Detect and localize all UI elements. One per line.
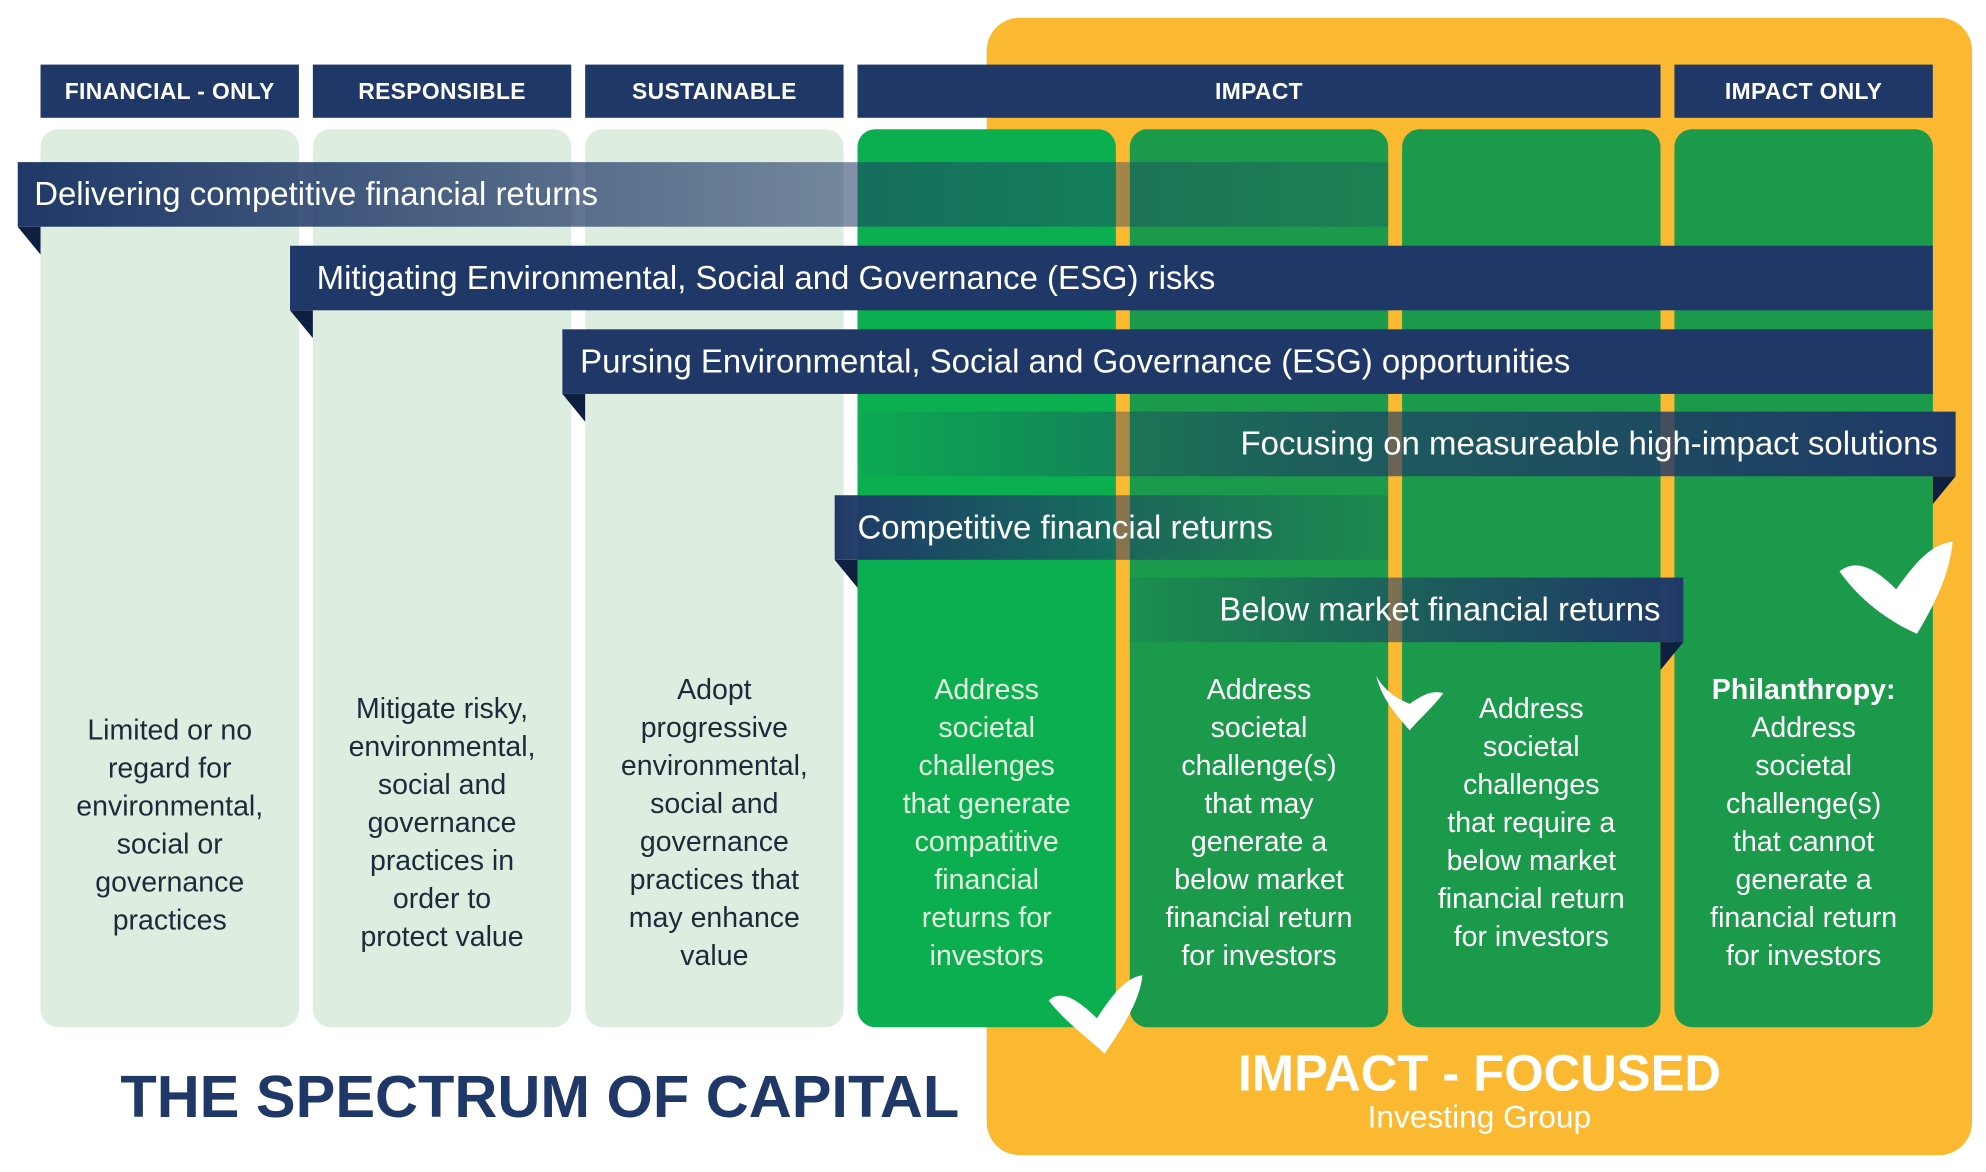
column-text-line: for investors [1726,939,1882,972]
column-text-line: that generate [902,787,1071,820]
checkmark-icon [1839,541,1953,634]
banner-fold [834,559,858,588]
column-text-line: governance [639,825,789,858]
column-text-line: Adopt [677,673,752,706]
column-text-line: Address [1206,673,1312,706]
impact-focused-title: IMPACT - FOCUSED [1237,1046,1721,1102]
column-text-line: protect value [360,920,524,953]
column-text-line: practices that [629,863,800,896]
banner-focusing-high-impact: Focusing on measureable high-impact solu… [861,411,1956,477]
column-text-line: progressive [640,711,789,744]
column-text-line: governance [95,866,245,899]
column-text-line: returns for [921,901,1052,934]
column-text-line: challenge(s) [1181,749,1337,782]
column-text-line: compatitive [914,825,1059,858]
banner-competitive-returns: Competitive financial returns [834,495,1389,560]
column-text-line: financial return [1165,901,1353,934]
column-text-line: Address [934,673,1039,706]
column-lead: Philanthropy: [1711,673,1896,706]
column-text-line: financial return [1437,882,1625,915]
column-financial-only: Limited or no regard for environmental, soc… [40,129,299,1028]
column-text-line: that cannot [1733,825,1875,858]
banner-fold [562,393,586,422]
column-text-line: Mitigate risky, [355,692,529,725]
column-text-line: social and [377,768,507,801]
header-financial-only: FINANCIAL - ONLY [40,64,299,118]
banner-below-market-returns: Below market financial returns [1129,577,1684,643]
column-text-line: challenge(s) [1725,787,1882,820]
column-text-line: Limited or no [87,714,253,747]
column-text-line: challenges [1463,768,1600,801]
banner-fold [17,226,41,255]
column-text-line: practices [112,904,227,937]
column-text-line: social and [650,787,779,820]
header-impact-only: IMPACT ONLY [1674,64,1933,118]
column-text-line: Address [1751,711,1856,744]
column-text-line: environmental, [620,749,808,782]
impact-focused-subtitle: Investing Group [1367,1099,1592,1135]
column-text-line: value [680,939,749,972]
column-text-line: societal [1210,711,1308,744]
banner-fold [1660,642,1684,671]
header-impact: IMPACT [857,64,1661,118]
column-text-line: societal [1482,730,1580,763]
column-text-line: that may [1204,787,1314,820]
header-sustainable: SUSTAINABLE [585,64,844,118]
column-text-line: governance [367,806,517,839]
column-text-line: societal [938,711,1035,744]
column-text-line: Address [1479,692,1584,725]
column-text-line: below market [1174,863,1344,896]
column-text-line: order to [392,882,492,915]
column-text-line: may enhance [628,901,800,934]
banner-fold [290,310,313,339]
column-text-line: below market [1446,844,1617,877]
banner-pursing-esg-opportunities: Pursing Environmental, Social and Govern… [562,329,1933,394]
column-text-line: practices in [369,844,515,877]
banner-fold [1932,476,1956,505]
column-text-line: environmental, [76,790,264,823]
column-text-line: environmental, [348,730,536,763]
column-text-line: social or [116,828,223,861]
banner-delivering-returns: Delivering competitive financial returns [17,162,1389,227]
banner-mitigating-esg-risks: Mitigating Environmental, Social and Gov… [290,245,1933,311]
column-text-line: generate a [1190,825,1328,858]
checkmark-icon [1376,675,1444,731]
column-text-line: societal [1755,749,1852,782]
column-text-line: financial return [1710,901,1898,934]
column-text-line: regard for [107,752,232,785]
column-text-line: generate a [1735,863,1872,896]
diagram-title: THE SPECTRUM OF CAPITAL [120,1062,960,1130]
checkmark-icon [1048,975,1143,1054]
column-text-line: investors [929,939,1044,972]
column-text-line: for investors [1453,920,1609,953]
header-responsible: RESPONSIBLE [312,64,572,118]
column-text-line: financial [934,863,1039,896]
column-text-line: challenges [918,749,1055,782]
column-text-line: that require a [1447,806,1616,839]
column-text-line: for investors [1181,939,1337,972]
